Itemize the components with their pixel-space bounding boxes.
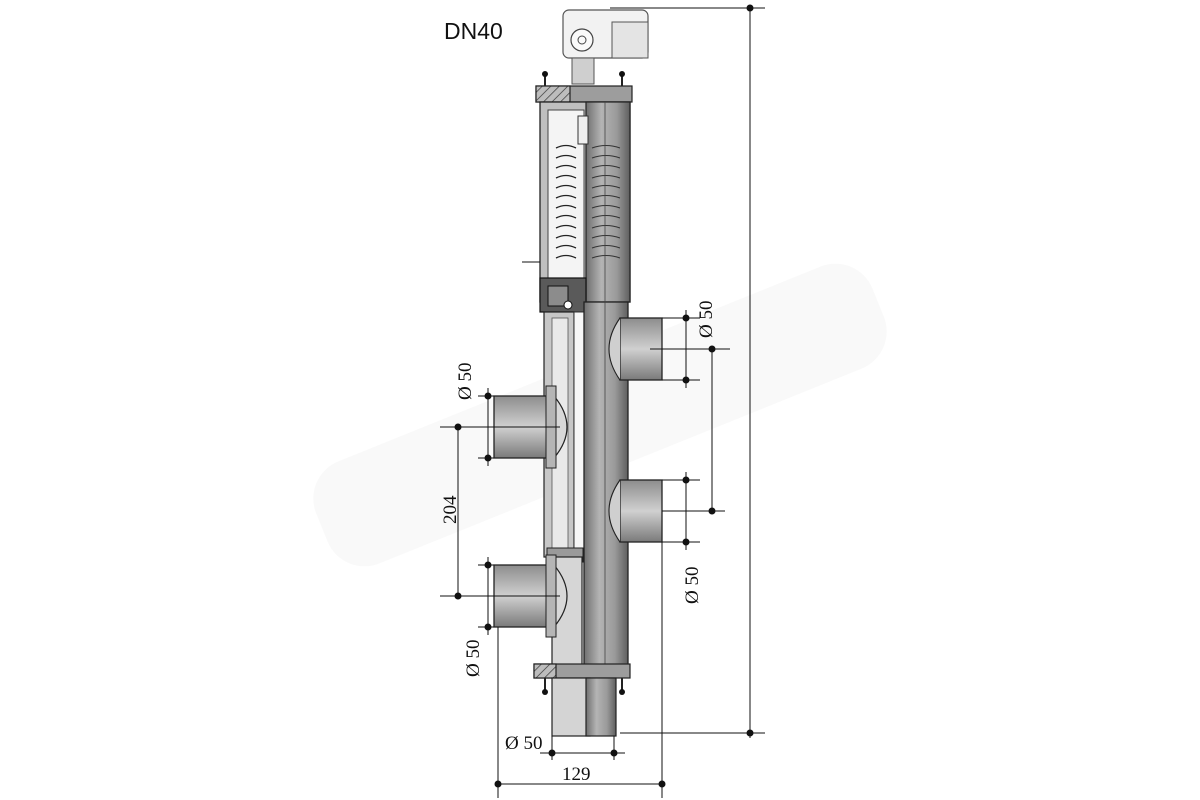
spring-coil-left <box>555 244 577 249</box>
bottom-outlet <box>551 677 617 737</box>
actuator-head <box>562 9 649 85</box>
piston-block <box>539 277 587 313</box>
spring-coil-right <box>591 224 621 229</box>
spring-coil-right <box>591 244 621 249</box>
spring-coil-left <box>555 154 577 159</box>
dim-right-lower-diameter: Ø 50 <box>682 567 703 604</box>
dim-right-upper-diameter: Ø 50 <box>696 301 717 338</box>
spring-housing <box>539 101 631 303</box>
spring-coil-right <box>591 194 621 199</box>
dim-left-upper-diameter: Ø 50 <box>455 363 476 400</box>
spring-coil-left <box>555 164 577 169</box>
dimension-lines <box>440 7 765 798</box>
spring-coil-right <box>591 254 621 259</box>
spring-coil-right <box>591 234 621 239</box>
spring-coil-left <box>555 254 577 259</box>
spring-coil-right <box>591 184 621 189</box>
dim-overall-width: 129 <box>562 764 591 785</box>
spring-coil-right <box>591 174 621 179</box>
spring <box>555 144 621 259</box>
dim-port-spacing: 204 <box>440 495 461 524</box>
spring-coil-right <box>591 204 621 209</box>
dim-bottom-diameter: Ø 50 <box>505 733 542 754</box>
spring-coil-left <box>555 184 577 189</box>
dimension-dots <box>454 4 754 788</box>
drawing-title: DN40 <box>444 18 503 44</box>
spring-coil-left <box>555 234 577 239</box>
right-port-lower <box>608 479 663 543</box>
spring-coil-left <box>555 204 577 209</box>
spring-coil-right <box>591 214 621 219</box>
spring-coil-right <box>591 144 621 149</box>
spring-coil-left <box>555 144 577 149</box>
spring-coil-left <box>555 224 577 229</box>
dim-left-lower-diameter: Ø 50 <box>463 640 484 677</box>
spring-coil-left <box>555 194 577 199</box>
spring-coil-left <box>555 174 577 179</box>
spring-coil-left <box>555 214 577 219</box>
spring-coil-right <box>591 154 621 159</box>
spring-coil-right <box>591 164 621 169</box>
